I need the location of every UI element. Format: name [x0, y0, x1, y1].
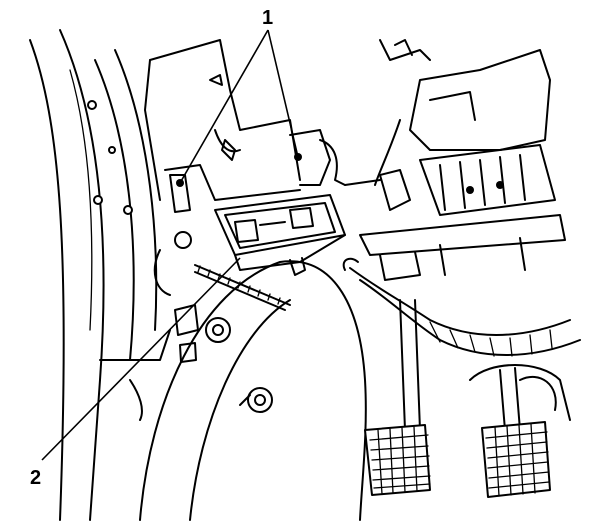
clutch-pedal-pad [481, 421, 551, 498]
callout-2-leader [41, 257, 241, 461]
pedal-arms [129, 299, 571, 431]
callout-1-label: 1 [262, 7, 273, 29]
callout-2-label: 2 [30, 467, 41, 489]
module-housing [214, 194, 346, 276]
dash-bracket [144, 39, 346, 213]
fasteners [153, 231, 231, 363]
brake-pedal-pad [364, 424, 431, 496]
steering-column-bracket [344, 39, 566, 281]
brake-booster [139, 260, 367, 521]
wire-harness [194, 257, 581, 357]
door-pillar [29, 29, 171, 521]
callout-1-leaders [179, 29, 299, 184]
